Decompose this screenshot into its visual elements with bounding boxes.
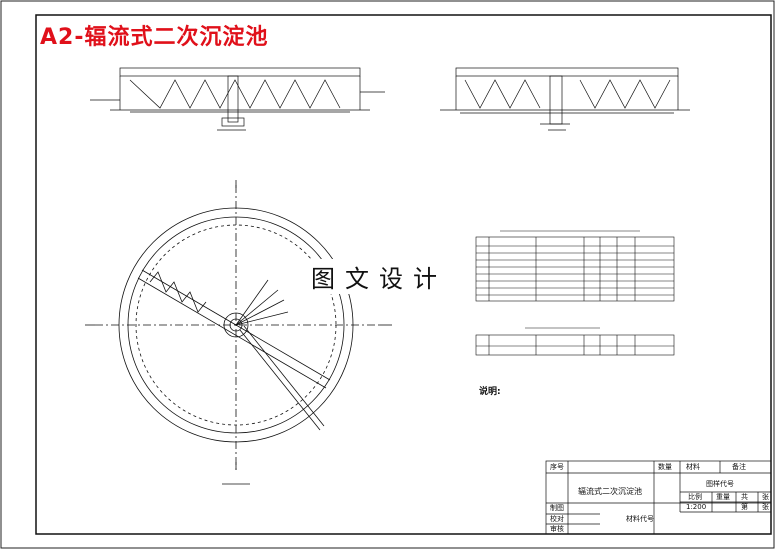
title-block-material-label: 材料 — [686, 463, 700, 471]
title-block-remark-label: 备注 — [732, 463, 746, 471]
title-block-scale-label: 比例 — [688, 493, 702, 501]
title-block-sheet-no-unit: 张 — [762, 503, 769, 511]
section-view-2 — [440, 67, 690, 131]
title-block-sheets-label: 共 — [741, 493, 748, 501]
title-block-sheet-no-label: 第 — [741, 503, 748, 511]
title-block-qty-label: 数量 — [658, 463, 672, 471]
plan-view — [85, 180, 392, 485]
title-block-seq-label: 序号 — [550, 463, 564, 471]
watermark-text: 图文设计 — [309, 259, 449, 294]
title-block-sheet-unit: 张 — [762, 493, 769, 501]
material-table-1 — [475, 230, 675, 302]
title-block-approved-label: 审核 — [550, 525, 564, 533]
title-block-drawing-name: 辐流式二次沉淀池 — [578, 487, 642, 496]
title-block-weight-label: 重量 — [716, 493, 730, 501]
inner-frame — [35, 14, 772, 535]
section-view-1 — [90, 67, 385, 131]
title-block — [545, 460, 772, 535]
title-block-drawn-label: 制图 — [550, 504, 564, 512]
notes-title: 说明: — [479, 387, 501, 397]
material-table-2 — [475, 327, 675, 356]
title-block-material-code-label: 材料代号 — [626, 515, 654, 523]
title-block-scale-value: 1:200 — [686, 503, 707, 511]
title-block-checked-label: 校对 — [550, 515, 564, 523]
title-block-drawing-code-label: 图样代号 — [706, 480, 734, 488]
drawing-title: A2-辐流式二次沉淀池 — [40, 25, 269, 50]
